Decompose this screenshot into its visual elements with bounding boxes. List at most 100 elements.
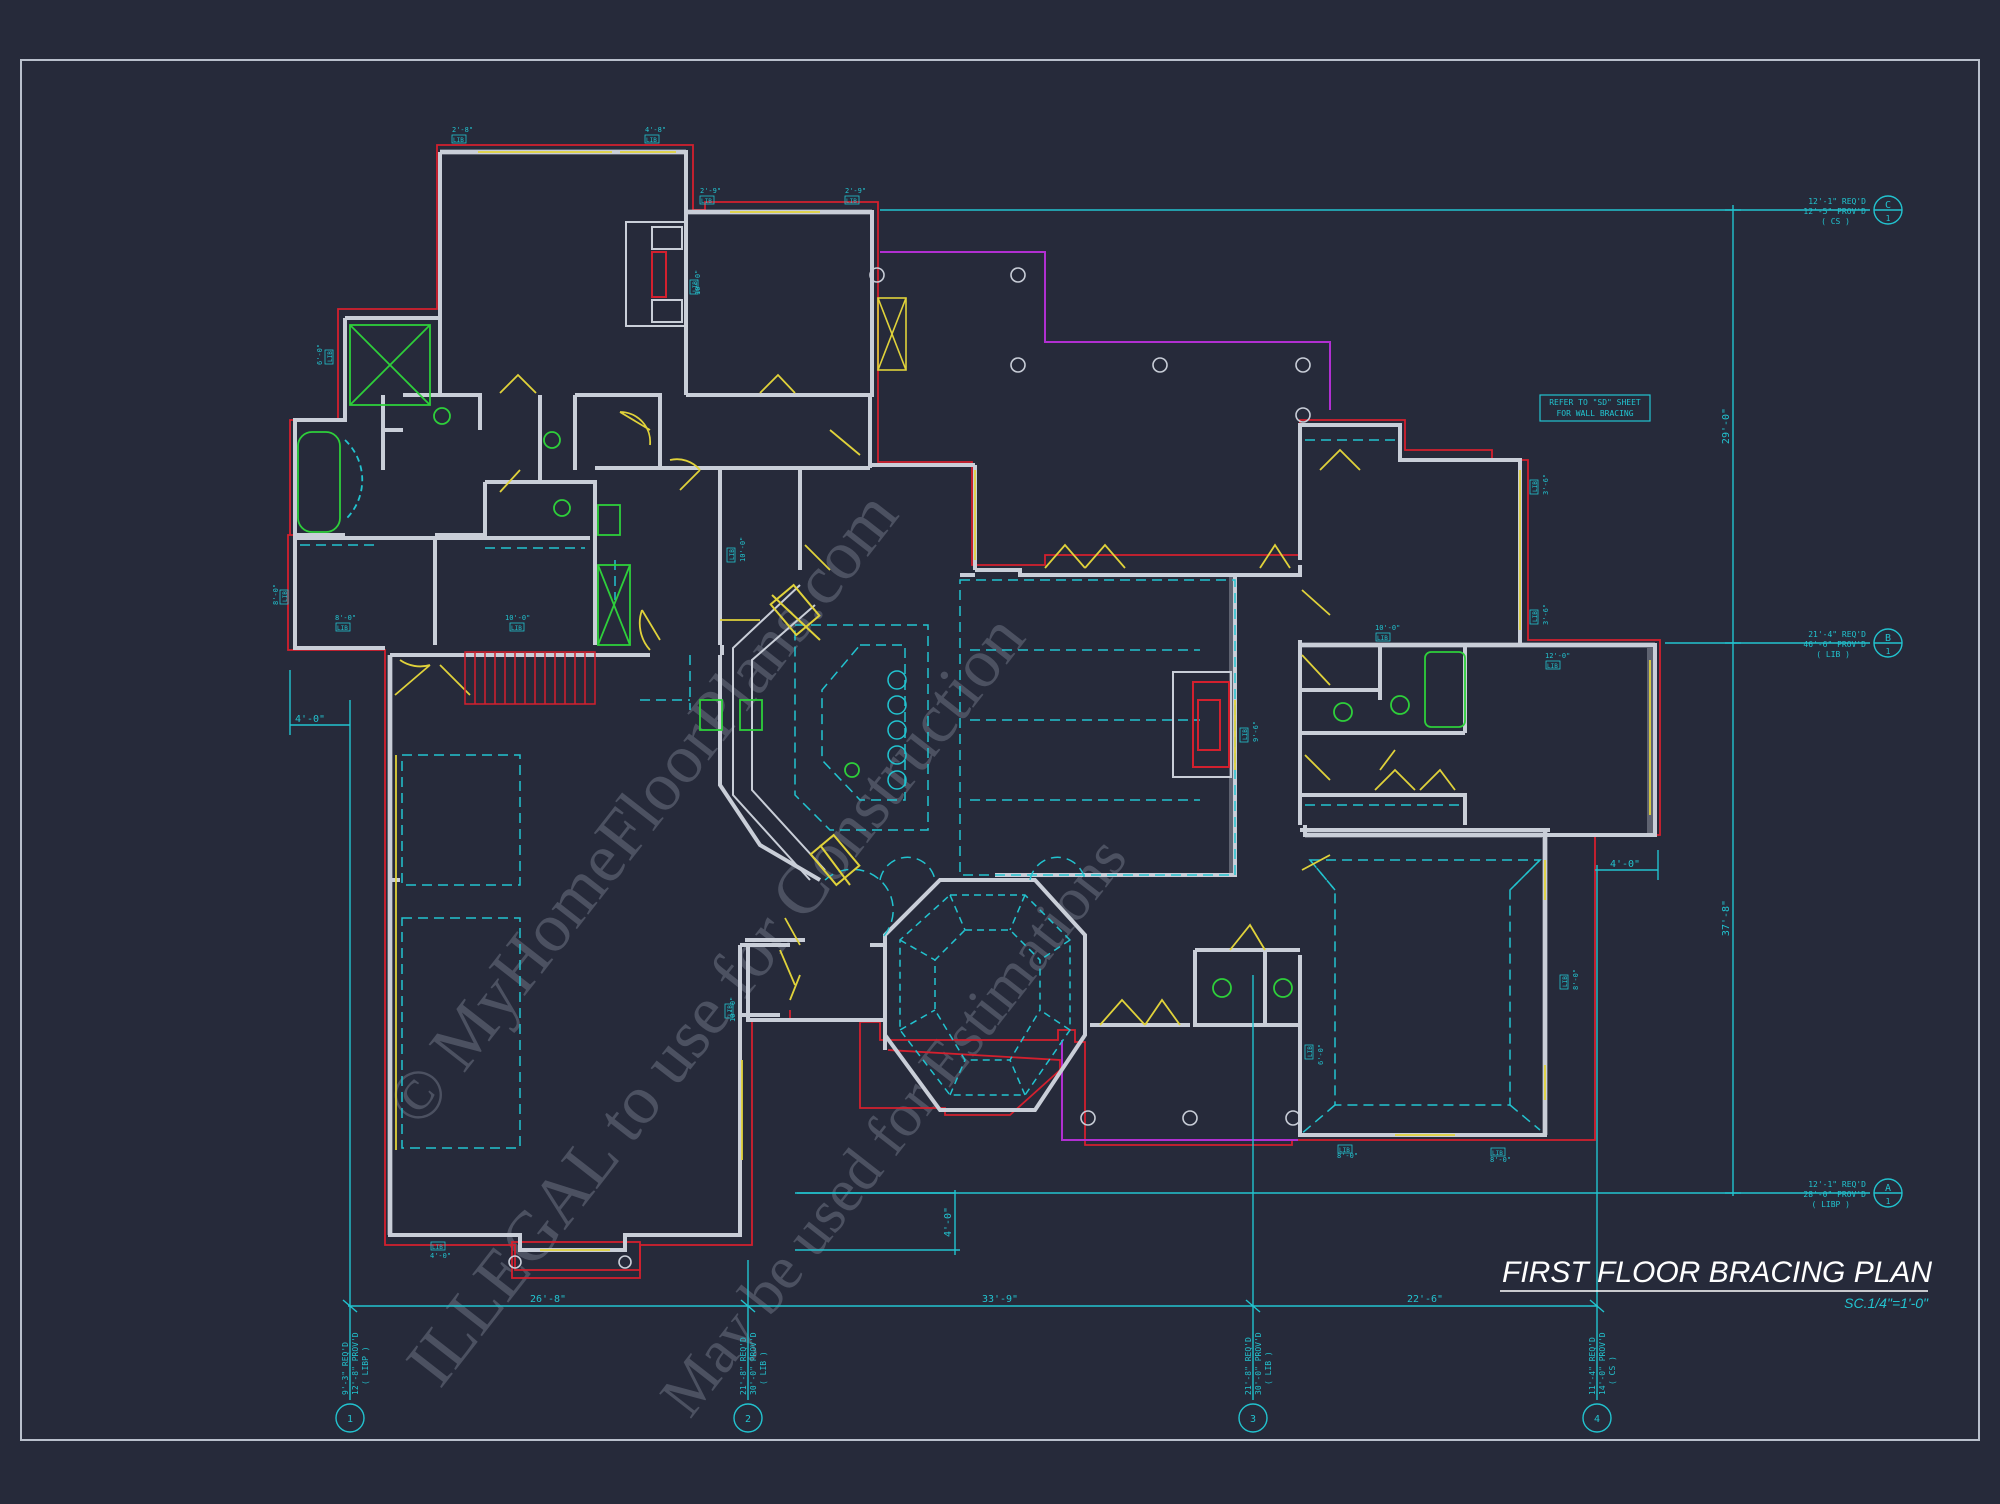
svg-text:LIB: LIB bbox=[1339, 1147, 1350, 1154]
dim-bottom-3: 22'-6" bbox=[1407, 1294, 1443, 1305]
bracing-note: REFER TO "SD" SHEET FOR WALL BRACING bbox=[1539, 394, 1651, 422]
grid-3-req1: 21'-8" REQ'D bbox=[1244, 1337, 1253, 1395]
patio-columns bbox=[508, 267, 1311, 1269]
svg-text:LIB: LIB bbox=[432, 1244, 443, 1251]
wall-tag: 8'-0"LIB bbox=[1337, 1144, 1358, 1160]
kitchen-counter bbox=[732, 583, 861, 887]
svg-text:LIB: LIB bbox=[453, 137, 464, 144]
grid-1-label: 1 bbox=[347, 1414, 353, 1425]
grid-b-req2: 46'-6" PROV'D bbox=[1803, 640, 1866, 649]
dimension-lines bbox=[289, 205, 1870, 1400]
dim-bottom-1: 26'-8" bbox=[530, 1294, 566, 1305]
grid-2-req3: ( LIB ) bbox=[759, 1351, 768, 1385]
bar-stools bbox=[887, 670, 907, 790]
grid-bubble-1 bbox=[335, 1403, 365, 1433]
wall-tag: 12'-0"LIB bbox=[1545, 652, 1570, 670]
dim-bottom-2: 33'-9" bbox=[982, 1294, 1018, 1305]
grid-b-label: B bbox=[1885, 633, 1891, 644]
grid-b-sub: 1 bbox=[1886, 647, 1891, 656]
svg-text:LIB: LIB bbox=[327, 351, 334, 362]
svg-text:2'-9": 2'-9" bbox=[700, 187, 721, 195]
grid-c-sub: 1 bbox=[1886, 214, 1891, 223]
bottom-grid-labels: 1 9'-3" REQ'D 12'-8" PROV'D ( LIBP ) 2 2… bbox=[341, 1332, 1617, 1425]
grid-b-req3: ( LIB ) bbox=[1816, 650, 1850, 659]
wall-tag: 6'-0"LIB bbox=[316, 344, 334, 365]
washer-icon bbox=[597, 504, 621, 536]
plumbing-fixtures bbox=[297, 324, 1466, 998]
grid-4-req3: ( CS ) bbox=[1608, 1356, 1617, 1385]
svg-text:10'-0": 10'-0" bbox=[505, 614, 530, 622]
svg-text:12'-0": 12'-0" bbox=[1545, 652, 1570, 660]
svg-text:6'-0": 6'-0" bbox=[316, 344, 324, 365]
wall-tag: 8'-0"LIB bbox=[272, 584, 289, 605]
shower-icon bbox=[349, 324, 431, 406]
svg-text:6'-0": 6'-0" bbox=[1317, 1044, 1325, 1065]
garage-bay-1 bbox=[401, 754, 521, 886]
bracing-panels bbox=[877, 297, 907, 371]
svg-text:LIB: LIB bbox=[729, 549, 736, 560]
svg-text:4'-0": 4'-0" bbox=[430, 1252, 451, 1260]
svg-text:8'-0": 8'-0" bbox=[1337, 1152, 1358, 1160]
svg-text:2'-9": 2'-9" bbox=[845, 187, 866, 195]
grid-4-req1: 11'-4" REQ'D bbox=[1588, 1337, 1597, 1395]
svg-text:LIB: LIB bbox=[846, 198, 857, 205]
svg-text:LIB: LIB bbox=[701, 198, 712, 205]
grid-1-req1: 9'-3" REQ'D bbox=[341, 1342, 350, 1395]
master-tray bbox=[1308, 859, 1542, 1106]
grid-4-req2: 14'-0" PROV'D bbox=[1598, 1332, 1607, 1395]
wall-tag: 8'-0"LIB bbox=[335, 614, 356, 632]
svg-text:LIB: LIB bbox=[1532, 611, 1539, 622]
walls bbox=[293, 150, 1657, 1252]
grid-a-req3: ( LIBP ) bbox=[1811, 1200, 1850, 1209]
front-porch-bracing bbox=[511, 1241, 641, 1279]
wall-tag: 2'-9" LIB bbox=[844, 187, 866, 205]
right-grid-labels: C 1 12'-1" REQ'D 12'-5" PROV'D ( CS ) B … bbox=[1803, 197, 1891, 1209]
stair bbox=[464, 651, 596, 705]
grid-1-req2: 12'-8" PROV'D bbox=[351, 1332, 360, 1395]
svg-text:LIB: LIB bbox=[692, 281, 699, 292]
svg-text:LIB: LIB bbox=[511, 625, 522, 632]
grid-b-req1: 21'-4" REQ'D bbox=[1808, 630, 1866, 639]
svg-text:LIB: LIB bbox=[282, 591, 289, 602]
grid-c-label: C bbox=[1885, 200, 1891, 211]
svg-text:LIB: LIB bbox=[1562, 976, 1569, 987]
grid-1-req3: ( LIBP ) bbox=[361, 1346, 370, 1385]
grid-3-label: 3 bbox=[1250, 1414, 1256, 1425]
octagon-ceiling bbox=[899, 894, 1071, 1096]
grid-2-req1: 21'-8" REQ'D bbox=[739, 1337, 748, 1395]
grid-bubble-4 bbox=[1582, 1403, 1612, 1433]
dim-misc-1: 4'-0" bbox=[295, 714, 325, 725]
grid-a-sub: 1 bbox=[1886, 1197, 1891, 1206]
chimney bbox=[625, 221, 687, 327]
svg-text:3'-6": 3'-6" bbox=[1542, 474, 1550, 495]
grid-bubbles bbox=[335, 195, 1903, 1433]
wall-tag: 10'-0"LIB bbox=[726, 537, 747, 563]
pantry-shelf-icon bbox=[597, 564, 631, 646]
grid-3-req2: 30'-0" PROV'D bbox=[1254, 1332, 1263, 1395]
dim-right-2: 37'-8" bbox=[1721, 900, 1732, 936]
title-scale: SC.1/4"=1'-0" bbox=[1844, 1295, 1929, 1311]
grid-c-req3: ( CS ) bbox=[1821, 217, 1850, 226]
grid-a-req2: 28'-0" PROV'D bbox=[1803, 1190, 1866, 1199]
note-line-2: FOR WALL BRACING bbox=[1556, 409, 1633, 418]
wall-tag: 3'-6"LIB bbox=[1529, 604, 1550, 625]
stair-outline bbox=[464, 651, 596, 705]
svg-text:LIB: LIB bbox=[1532, 481, 1539, 492]
dimension-labels: 26'-8" 33'-9" 22'-6" 29'-0" 37'-8" 4'-0"… bbox=[295, 408, 1732, 1305]
kitchen-island-outline bbox=[794, 624, 929, 831]
svg-text:2'-8": 2'-8" bbox=[452, 126, 473, 134]
svg-text:10'-0": 10'-0" bbox=[1375, 624, 1400, 632]
doors-windows bbox=[394, 151, 1651, 1251]
svg-text:8'-0": 8'-0" bbox=[1572, 969, 1580, 990]
wall-bedroom-top bbox=[440, 150, 688, 395]
wall-tag: 10'-0"LIB bbox=[724, 997, 737, 1022]
sink-icon-2 bbox=[543, 431, 561, 449]
octagon-nook bbox=[883, 878, 1087, 1112]
wall-tag: 4'-8"LIB bbox=[644, 126, 666, 144]
wall-tag: 2'-8" LIB bbox=[451, 126, 473, 144]
svg-text:10'-0": 10'-0" bbox=[739, 537, 747, 562]
tub-icon bbox=[297, 431, 341, 533]
grid-4-label: 4 bbox=[1594, 1414, 1600, 1425]
